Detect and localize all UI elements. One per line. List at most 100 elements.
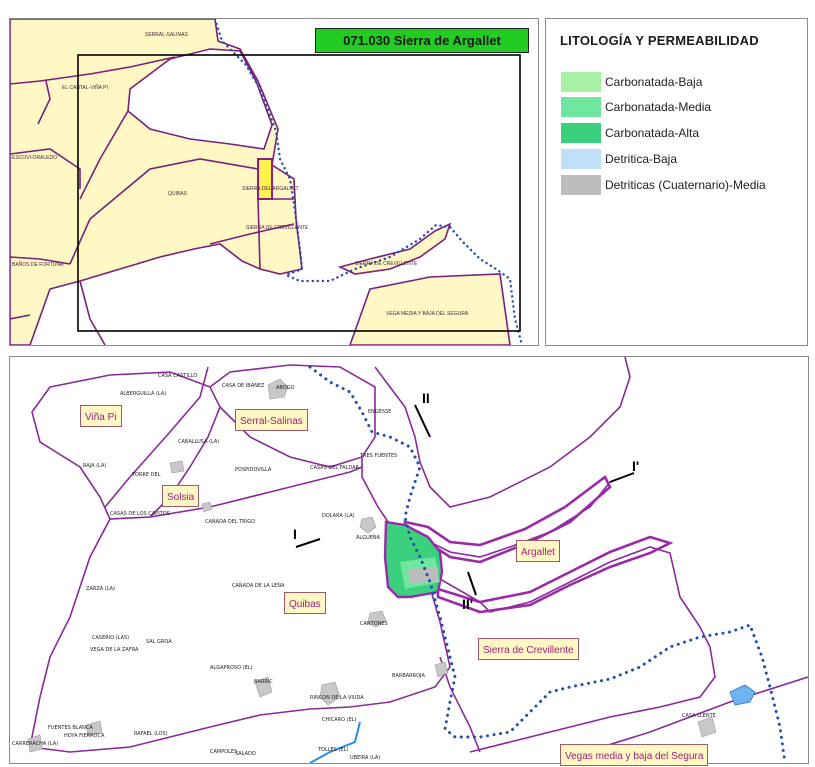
overview-argallet [257, 158, 273, 200]
place-label: SALADO [235, 751, 256, 757]
unit-label-solsia: Solsia [162, 485, 200, 507]
legend-item: Carbonatada-Media [561, 97, 711, 117]
unit-label-text: Serral-Salinas [240, 416, 303, 427]
unit-label-vegas: Vegas media y baja del Segura [560, 744, 709, 766]
place-label: SAL GROA [146, 639, 172, 645]
unit-label-text: Argallet [521, 547, 555, 558]
argallet-boundary [403, 475, 612, 564]
detail-map-svg: I I' II II' CASA CASTILLO CASA DE IBAÑEZ… [12, 357, 808, 763]
legend-item: Detritica-Baja [561, 149, 677, 169]
urban-areas [27, 378, 717, 753]
place-label: ALGUEÑA [356, 534, 381, 541]
place-label: CABALLUSA (LA) [178, 439, 219, 445]
overview-label-sierra-crev: SIERRA DE CREVILLENTE [246, 225, 309, 231]
section-label-iip: II' [462, 596, 473, 612]
unit-label-text: Sierra de Crevillente [483, 645, 574, 656]
overview-label-serral: SERRAL-SALINAS [145, 32, 188, 38]
overview-label-banos: BAÑOS DE FORTUNA [12, 261, 64, 268]
overview-label-cantal: EL CANTAL-VIÑA PI [62, 84, 108, 91]
place-label: ENGESSE [368, 409, 391, 415]
unit-label-vina-pi: Viña Pi [80, 405, 122, 427]
overview-map[interactable]: SERRAL-SALINAS EL CANTAL-VIÑA PI ESCOVI-… [9, 18, 539, 346]
legend-item: Carbonatada-Alta [561, 123, 699, 143]
legend-swatch [561, 72, 601, 92]
unit-label-text: Solsia [167, 492, 195, 503]
river [309, 721, 361, 763]
legend-label: Detriticas (Cuaternario)-Media [605, 178, 766, 192]
unit-label-quibas: Quibas [284, 592, 326, 614]
lagoon [729, 684, 756, 706]
detail-boundaries [29, 357, 808, 758]
place-label: CASAS DEL FALDAR [310, 465, 360, 471]
legend-swatch [561, 97, 601, 117]
section-iip-line [467, 571, 477, 596]
argallet-detritic [408, 567, 438, 583]
legend-swatch [561, 149, 601, 169]
place-label: FUENTES BLANCA [48, 725, 93, 731]
unit-label-crevillente: Sierra de Crevillente [478, 638, 579, 660]
place-label: CASERIO (LAS) [92, 635, 129, 641]
legend-panel: LITOLOGÍA Y PERMEABILIDAD Carbonatada-Ba… [545, 18, 808, 346]
unit-label-text: Viña Pi [85, 412, 117, 423]
place-label: CANTONES [360, 621, 388, 627]
overview-aquifer-vegas [349, 273, 511, 345]
section-label-ip: I' [632, 458, 639, 474]
place-label: ALBERGUILLA (LA) [120, 391, 166, 397]
section-label-i: I [293, 526, 297, 542]
unit-label-text: Vegas media y baja del Segura [565, 751, 704, 762]
place-label: CAÑADA DE LA LEÑA [232, 582, 285, 589]
overview-label-sierra-crev2: SIERRA DE CREVILLENTE [355, 261, 418, 267]
place-label: CASA DE IBAÑEZ [222, 382, 265, 389]
detail-province-border [308, 365, 787, 763]
overview-label-sierra-argallet: SIERRA DEL ARGALLET [242, 186, 299, 192]
argallet-south-boundary [436, 535, 674, 614]
detail-map[interactable]: I I' II II' CASA CASTILLO CASA DE IBAÑEZ… [9, 356, 809, 766]
overview-label-quibas: QUIBAS [168, 191, 188, 197]
overview-aquifer-crev [337, 222, 452, 275]
legend-label: Detritica-Baja [605, 152, 678, 166]
place-label: CAÑADA DEL TRIGO [205, 518, 255, 525]
place-label: BARRIC [254, 679, 273, 685]
place-label: ABOGO [276, 385, 295, 391]
legend-label: Carbonatada-Media [605, 100, 712, 114]
place-label: TRES FUENTES [359, 453, 397, 459]
overview-label-vegas: VEGA MEDIA Y BAJA DEL SEGURA [386, 311, 469, 317]
place-label: BARBARROJA [392, 673, 425, 679]
legend-title: LITOLOGÍA Y PERMEABILIDAD [560, 33, 759, 48]
legend-label: Carbonatada-Alta [605, 126, 700, 140]
overview-detail-frame [77, 54, 521, 332]
legend-item: Carbonatada-Baja [561, 72, 702, 92]
overview-map-svg: SERRAL-SALINAS EL CANTAL-VIÑA PI ESCOVI-… [10, 19, 524, 345]
place-label: POSPIDOVILLA [235, 467, 272, 473]
unit-label-text: Quibas [289, 599, 321, 610]
aquifer-title-box: 071.030 Sierra de Argallet [315, 28, 529, 53]
place-label: DOLARA (LA) [322, 513, 355, 519]
place-label: CASAS DE LOS CAPITOS [110, 511, 170, 517]
place-label: VEGA DE LA ZAFRA [90, 647, 139, 653]
place-label: ALGAPROSO (EL) [210, 665, 253, 671]
legend-label: Carbonatada-Baja [605, 75, 703, 89]
legend-item: Detriticas (Cuaternario)-Media [561, 175, 766, 195]
section-i-line [295, 538, 321, 548]
legend-swatch [561, 175, 601, 195]
place-label: RINCON DE LA VIUDA [310, 695, 364, 701]
section-ip-line [609, 472, 635, 483]
cross-sections [295, 404, 635, 596]
place-label: UBEIRA (LA) [350, 755, 380, 761]
place-label: CAMPOLES [210, 749, 237, 755]
place-label: ZARZA (LA) [86, 586, 115, 592]
overview-white-area [127, 48, 273, 150]
place-label: RAJA (LA) [83, 463, 106, 469]
place-label: TORRE DEL [131, 472, 161, 478]
aquifer-title: 071.030 Sierra de Argallet [343, 33, 501, 48]
place-label: CASA LLENTE [682, 713, 716, 719]
unit-label-serral: Serral-Salinas [235, 409, 308, 431]
place-label: CASA CASTILLO [158, 373, 197, 379]
unit-label-argallet: Argallet [516, 540, 560, 562]
place-label: TOLLES (EL) [317, 747, 348, 753]
overview-label-escovi: ESCOVI-ORALEDO [12, 155, 57, 161]
legend-swatch [561, 123, 601, 143]
place-label: HOYA FIERROCA [64, 733, 105, 739]
place-label: CARRERACHA (LA) [12, 741, 58, 747]
place-label: CHICARO (EL) [322, 717, 357, 723]
